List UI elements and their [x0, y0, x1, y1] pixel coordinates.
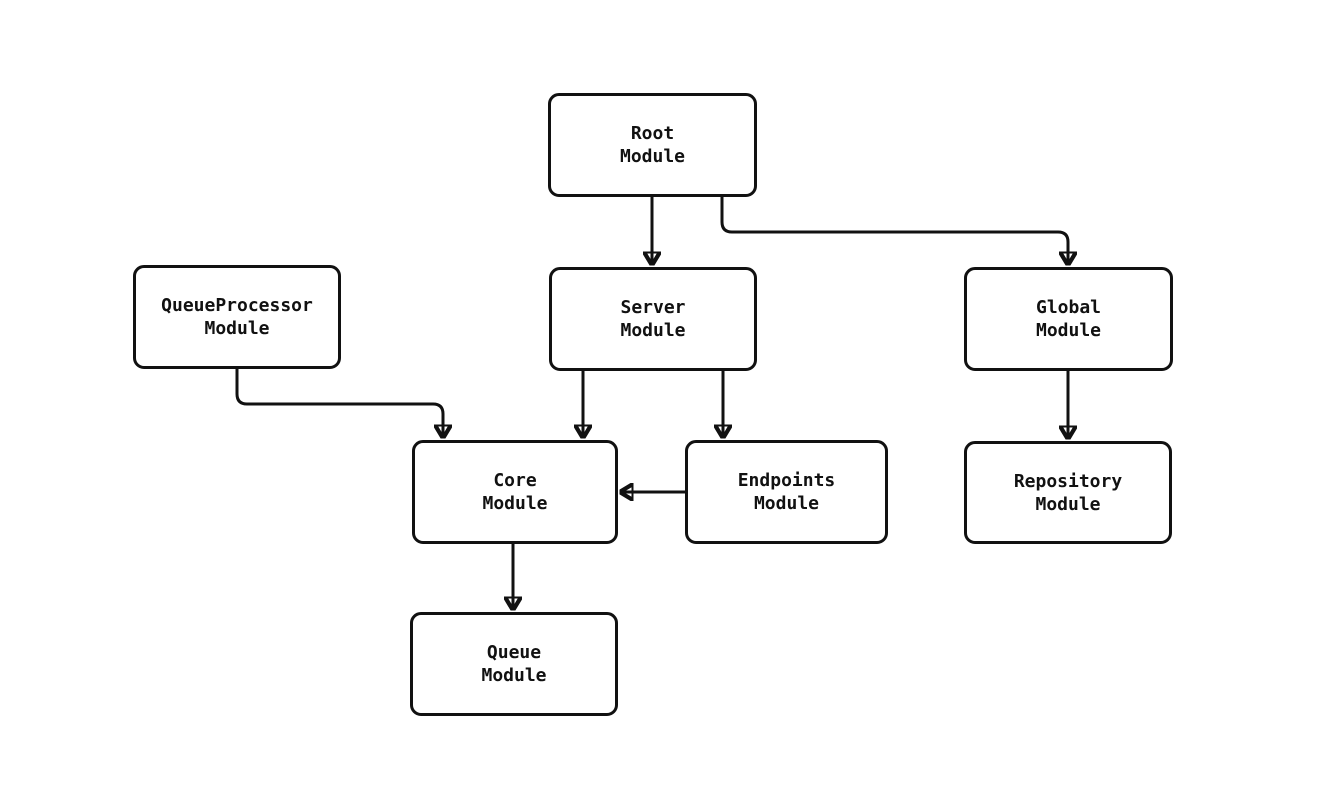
node-root-module: Root Module [548, 93, 757, 197]
node-endpoints-module-label: Endpoints Module [737, 470, 836, 514]
node-core-module-label: Core Module [482, 470, 548, 514]
edge-root-to-global [720, 197, 1068, 264]
node-queue-module: Queue Module [410, 612, 618, 716]
node-endpoints-module: Endpoints Module [685, 440, 888, 544]
node-core-module: Core Module [412, 440, 618, 544]
node-server-module-label: Server Module [620, 297, 686, 341]
node-queueprocessor-module-label: QueueProcessor Module [161, 295, 313, 339]
node-repository-module-label: Repository Module [1013, 470, 1123, 515]
node-queue-module-label: Queue Module [481, 642, 547, 686]
node-root-module-label: Root Module [619, 123, 686, 167]
node-server-module: Server Module [549, 267, 757, 371]
node-repository-module: Repository Module [964, 441, 1172, 544]
node-queueprocessor-module: QueueProcessor Module [133, 265, 341, 369]
node-global-module: Global Module [964, 267, 1173, 371]
node-global-module-label: Global Module [1035, 297, 1102, 341]
edge-queueprocessor-to-core [235, 368, 443, 437]
